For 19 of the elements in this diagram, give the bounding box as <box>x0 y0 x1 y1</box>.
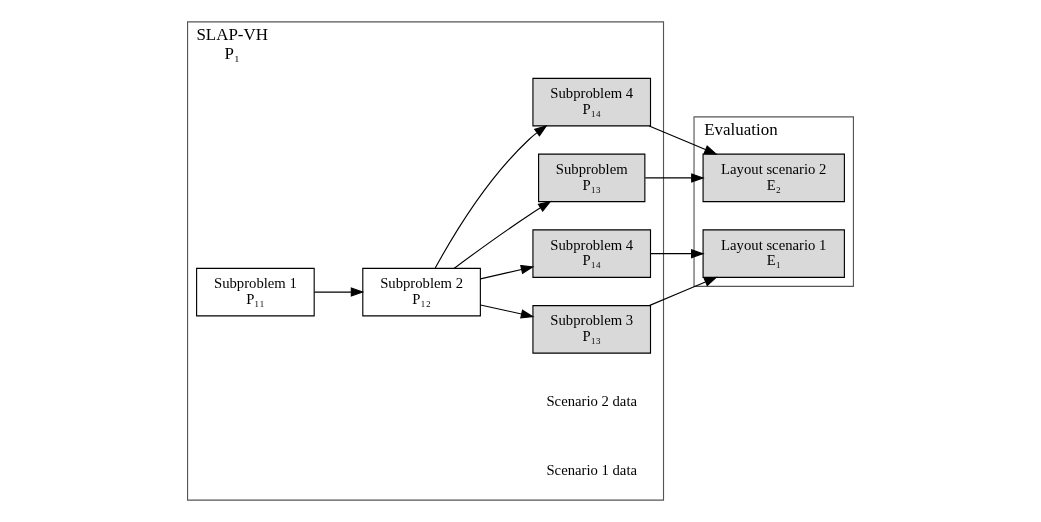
node-box: Subproblem 1 P₁₁ <box>196 267 315 317</box>
arrow <box>479 304 535 319</box>
arrow <box>453 200 552 269</box>
node-box: Subproblem 4 P₁₄ <box>532 77 652 127</box>
node-box: Subproblem P₁₃ <box>538 153 646 203</box>
arrow <box>644 173 705 183</box>
node-box: Subproblem 3 P₁₃ <box>532 305 652 354</box>
node-box: Subproblem 2 P₁₂ <box>362 267 481 317</box>
arrow <box>648 125 718 155</box>
arrow <box>650 248 705 259</box>
arrow <box>479 264 535 280</box>
label: Scenario 1 data <box>546 461 637 478</box>
arrow <box>434 124 548 269</box>
node-box: Layout scenario 2 E₂ <box>702 153 845 203</box>
arrow <box>313 287 365 297</box>
node-box: Subproblem 4 P₁₄ <box>532 229 652 278</box>
arrow <box>648 276 718 307</box>
node-box: Layout scenario 1 E₁ <box>702 229 845 278</box>
label: Scenario 2 data <box>546 392 637 409</box>
